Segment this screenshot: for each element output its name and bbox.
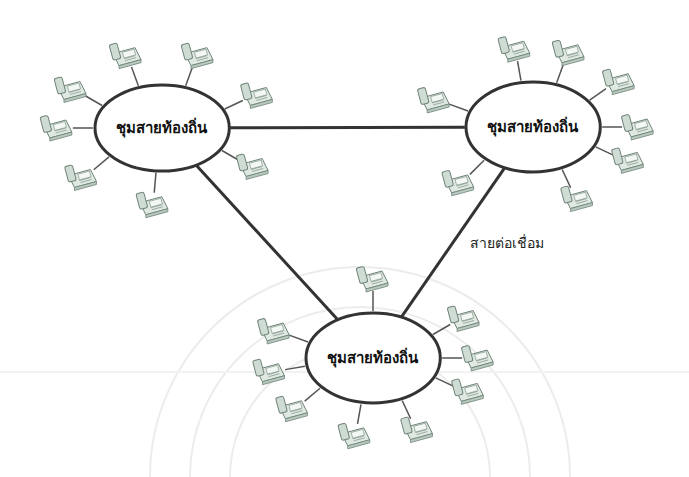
phone-line xyxy=(590,89,606,100)
exchange-circle: ชุมสายท้องถิ่น xyxy=(304,311,442,405)
exchange-circle: ชุมสายท้องถิ่น xyxy=(93,83,231,173)
phone-line xyxy=(402,401,410,419)
telephone-lines xyxy=(40,36,653,448)
telephone-icon xyxy=(356,266,388,292)
telephone-icon xyxy=(181,43,213,69)
telephone-icon xyxy=(442,170,474,196)
phone-line xyxy=(285,366,305,369)
exchange-label: ชุมสายท้องถิ่น xyxy=(487,115,578,139)
exchange-label: ชุมสายท้องถิ่น xyxy=(116,116,207,140)
telephone-icon xyxy=(621,114,653,140)
telephone-icon xyxy=(54,77,86,103)
phone-line xyxy=(602,126,622,128)
phone-line xyxy=(518,61,521,81)
watermark-arcs xyxy=(0,267,689,477)
telephone-icon xyxy=(276,396,308,422)
phone-line xyxy=(557,64,564,83)
telephone-icon xyxy=(253,359,285,385)
phone-line xyxy=(305,388,320,401)
phone-line xyxy=(186,67,193,86)
telephone-icon xyxy=(236,154,268,180)
telephone-icon xyxy=(447,306,479,332)
phone-line xyxy=(436,378,454,386)
telephone-icon xyxy=(552,40,584,66)
exchange-circle: ชุมสายท้องถิ่น xyxy=(464,80,602,174)
telephone-icon xyxy=(136,192,168,218)
phone-line xyxy=(596,147,614,155)
trunk-line xyxy=(197,166,337,319)
phone-line xyxy=(449,104,468,111)
telephone-icon xyxy=(561,186,593,212)
phone-line xyxy=(562,170,570,188)
phone-line xyxy=(154,173,156,193)
phone-line xyxy=(85,96,102,106)
telephone-icon xyxy=(611,148,643,174)
phone-line xyxy=(94,157,109,170)
telephone-icon xyxy=(240,83,272,109)
telephone-icon xyxy=(498,36,530,62)
trunk-line xyxy=(230,126,465,130)
phone-line xyxy=(442,357,462,359)
phone-line xyxy=(225,101,243,109)
phone-line xyxy=(73,127,93,129)
telephone-icon xyxy=(461,345,493,371)
phone-line xyxy=(132,67,139,86)
phone-line xyxy=(372,291,374,311)
telephone-icon xyxy=(40,115,72,141)
telephone-icon xyxy=(417,87,449,113)
phone-line xyxy=(470,160,484,174)
edge-label: สายต่อเชื่อม xyxy=(467,231,547,255)
telephone-icon xyxy=(338,423,370,449)
phone-line xyxy=(433,325,450,335)
telephone-icon xyxy=(109,43,141,69)
telephone-icon xyxy=(401,417,433,443)
telephone-icon xyxy=(602,69,634,95)
telephone-icon xyxy=(65,165,97,191)
phone-line xyxy=(358,404,361,424)
telephone-icon xyxy=(257,318,289,344)
exchange-label: ชุมสายท้องถิ่น xyxy=(327,346,418,370)
phone-line xyxy=(289,335,308,342)
telephone-icon xyxy=(451,379,483,405)
